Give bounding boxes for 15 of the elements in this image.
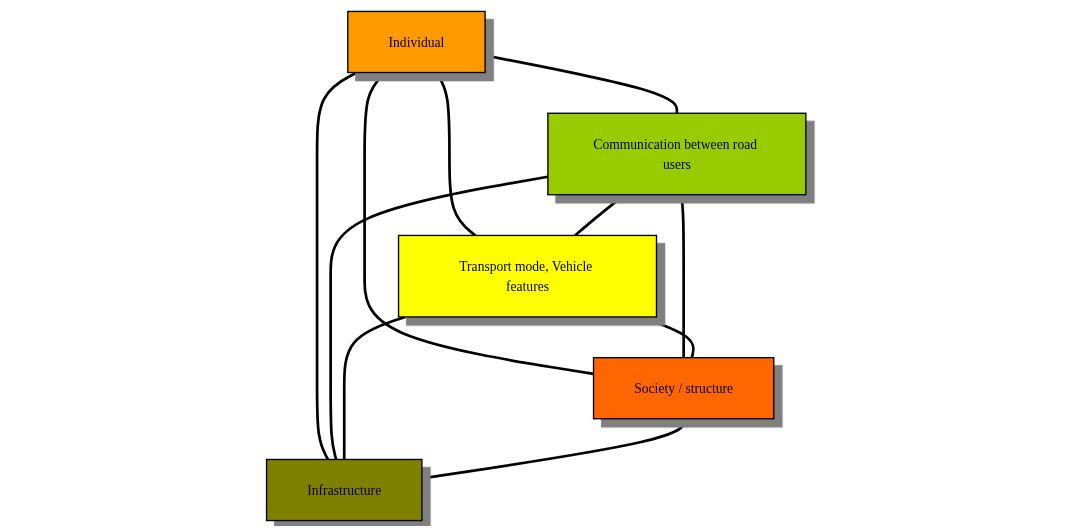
connector: [329, 175, 548, 460]
node-box: Infrastructure: [265, 458, 423, 522]
connector: [679, 194, 685, 358]
connector: [315, 71, 358, 461]
connector: [434, 71, 477, 237]
connector: [363, 71, 594, 376]
connector: [342, 315, 406, 460]
node-box: Communication between road users: [547, 112, 807, 196]
connector: [640, 315, 695, 358]
node-box: Transport mode, Vehicle features: [397, 234, 657, 318]
connector: [573, 193, 626, 237]
node-box: Individual: [346, 10, 486, 74]
connector: [421, 418, 685, 480]
connector: [484, 54, 678, 114]
node-box: Society / structure: [592, 356, 775, 420]
